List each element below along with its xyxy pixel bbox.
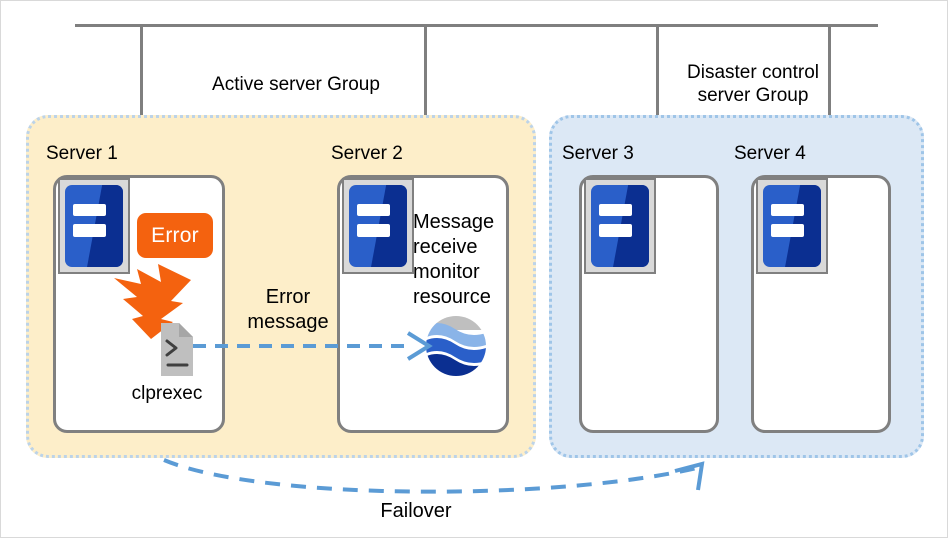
server-icon-body [591, 185, 649, 267]
server-icon-body [763, 185, 821, 267]
server-icon-body [349, 185, 407, 267]
error-badge: Error [137, 213, 213, 258]
network-trunk-line [75, 24, 878, 27]
server-3-computer-icon [584, 178, 656, 274]
failover-arrow [163, 458, 705, 494]
clprexec-label: clprexec [131, 383, 203, 404]
server-icon-bar [357, 224, 390, 237]
server-4-computer-icon [756, 178, 828, 274]
server-icon-bar [771, 203, 804, 217]
server-icon-bar [73, 224, 106, 237]
server-icon-bar [599, 224, 632, 237]
server-1-computer-icon [58, 178, 130, 274]
active-server-group-label: Active server Group [212, 74, 380, 95]
server-3-name: Server 3 [562, 143, 634, 164]
network-drop-line-server-2 [424, 24, 427, 177]
disaster-control-server-group-label: Disaster control server Group [687, 62, 819, 106]
network-drop-line-server-1 [140, 24, 143, 177]
message-receive-monitor-resource-label: Message receive monitor resource [413, 211, 495, 308]
server-icon-bar [599, 203, 632, 217]
server-4-name: Server 4 [734, 143, 806, 164]
network-drop-line-server-4 [828, 24, 831, 177]
server-icon-bar [357, 203, 390, 217]
server-1-name: Server 1 [46, 143, 118, 164]
server-icon-body [65, 185, 123, 267]
server-2-name: Server 2 [331, 143, 403, 164]
failover-label: Failover [380, 500, 452, 522]
network-drop-line-server-3 [656, 24, 659, 177]
error-message-label: Error message [247, 286, 329, 333]
server-icon-bar [73, 203, 106, 217]
server-icon-bar [771, 224, 804, 237]
server-2-computer-icon [342, 178, 414, 274]
